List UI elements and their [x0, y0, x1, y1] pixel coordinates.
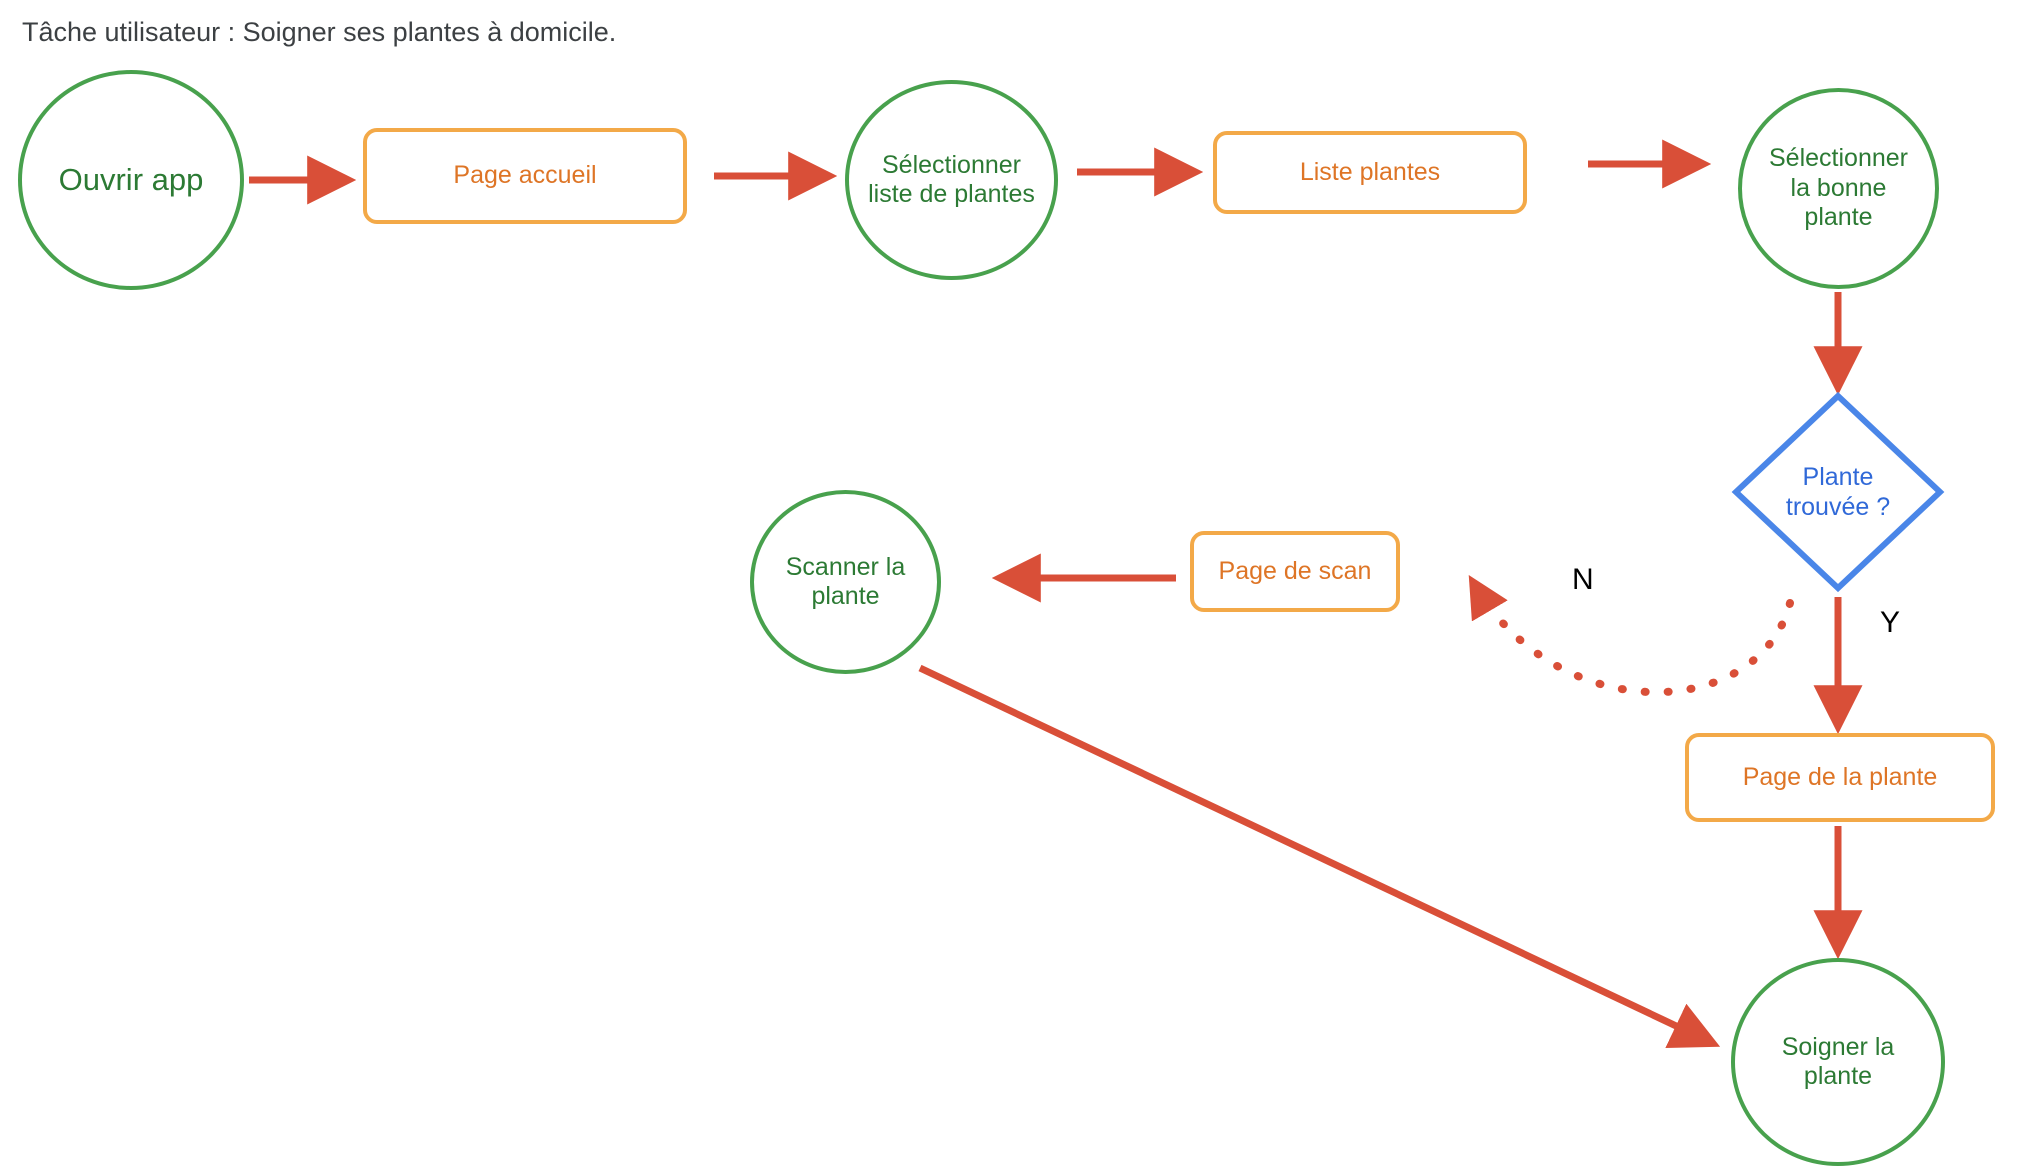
node-plante-trouvee[interactable]: Plante trouvée ? — [1731, 391, 1945, 593]
diamond-shape — [1731, 391, 1945, 593]
node-selectionner-la-bonne-plante[interactable]: Sélectionner la bonne plante — [1738, 88, 1939, 289]
edge-plante-trouvee-no-to-page-de-scan — [1468, 575, 1794, 697]
node-scanner-la-plante[interactable]: Scanner la plante — [750, 490, 941, 674]
node-plante-trouvee-label: Plante trouvée ? — [1785, 463, 1891, 521]
node-selectionner-liste-de-plantes[interactable]: Sélectionner liste de plantes — [845, 80, 1058, 280]
node-soigner-la-plante[interactable]: Soigner la plante — [1731, 958, 1945, 1166]
node-page-de-la-plante[interactable]: Page de la plante — [1685, 733, 1995, 822]
edge-label-yes: Y — [1880, 606, 1901, 639]
page-title: Tâche utilisateur : Soigner ses plantes … — [22, 17, 617, 47]
node-page-de-scan[interactable]: Page de scan — [1190, 531, 1400, 612]
edge-label-no: N — [1572, 563, 1594, 596]
edge-scanner-la-plante-to-soigner-la-plante — [918, 664, 1721, 1048]
node-ouvrir-app[interactable]: Ouvrir app — [18, 70, 244, 290]
node-page-accueil[interactable]: Page accueil — [363, 128, 687, 224]
node-liste-plantes[interactable]: Liste plantes — [1213, 131, 1527, 214]
